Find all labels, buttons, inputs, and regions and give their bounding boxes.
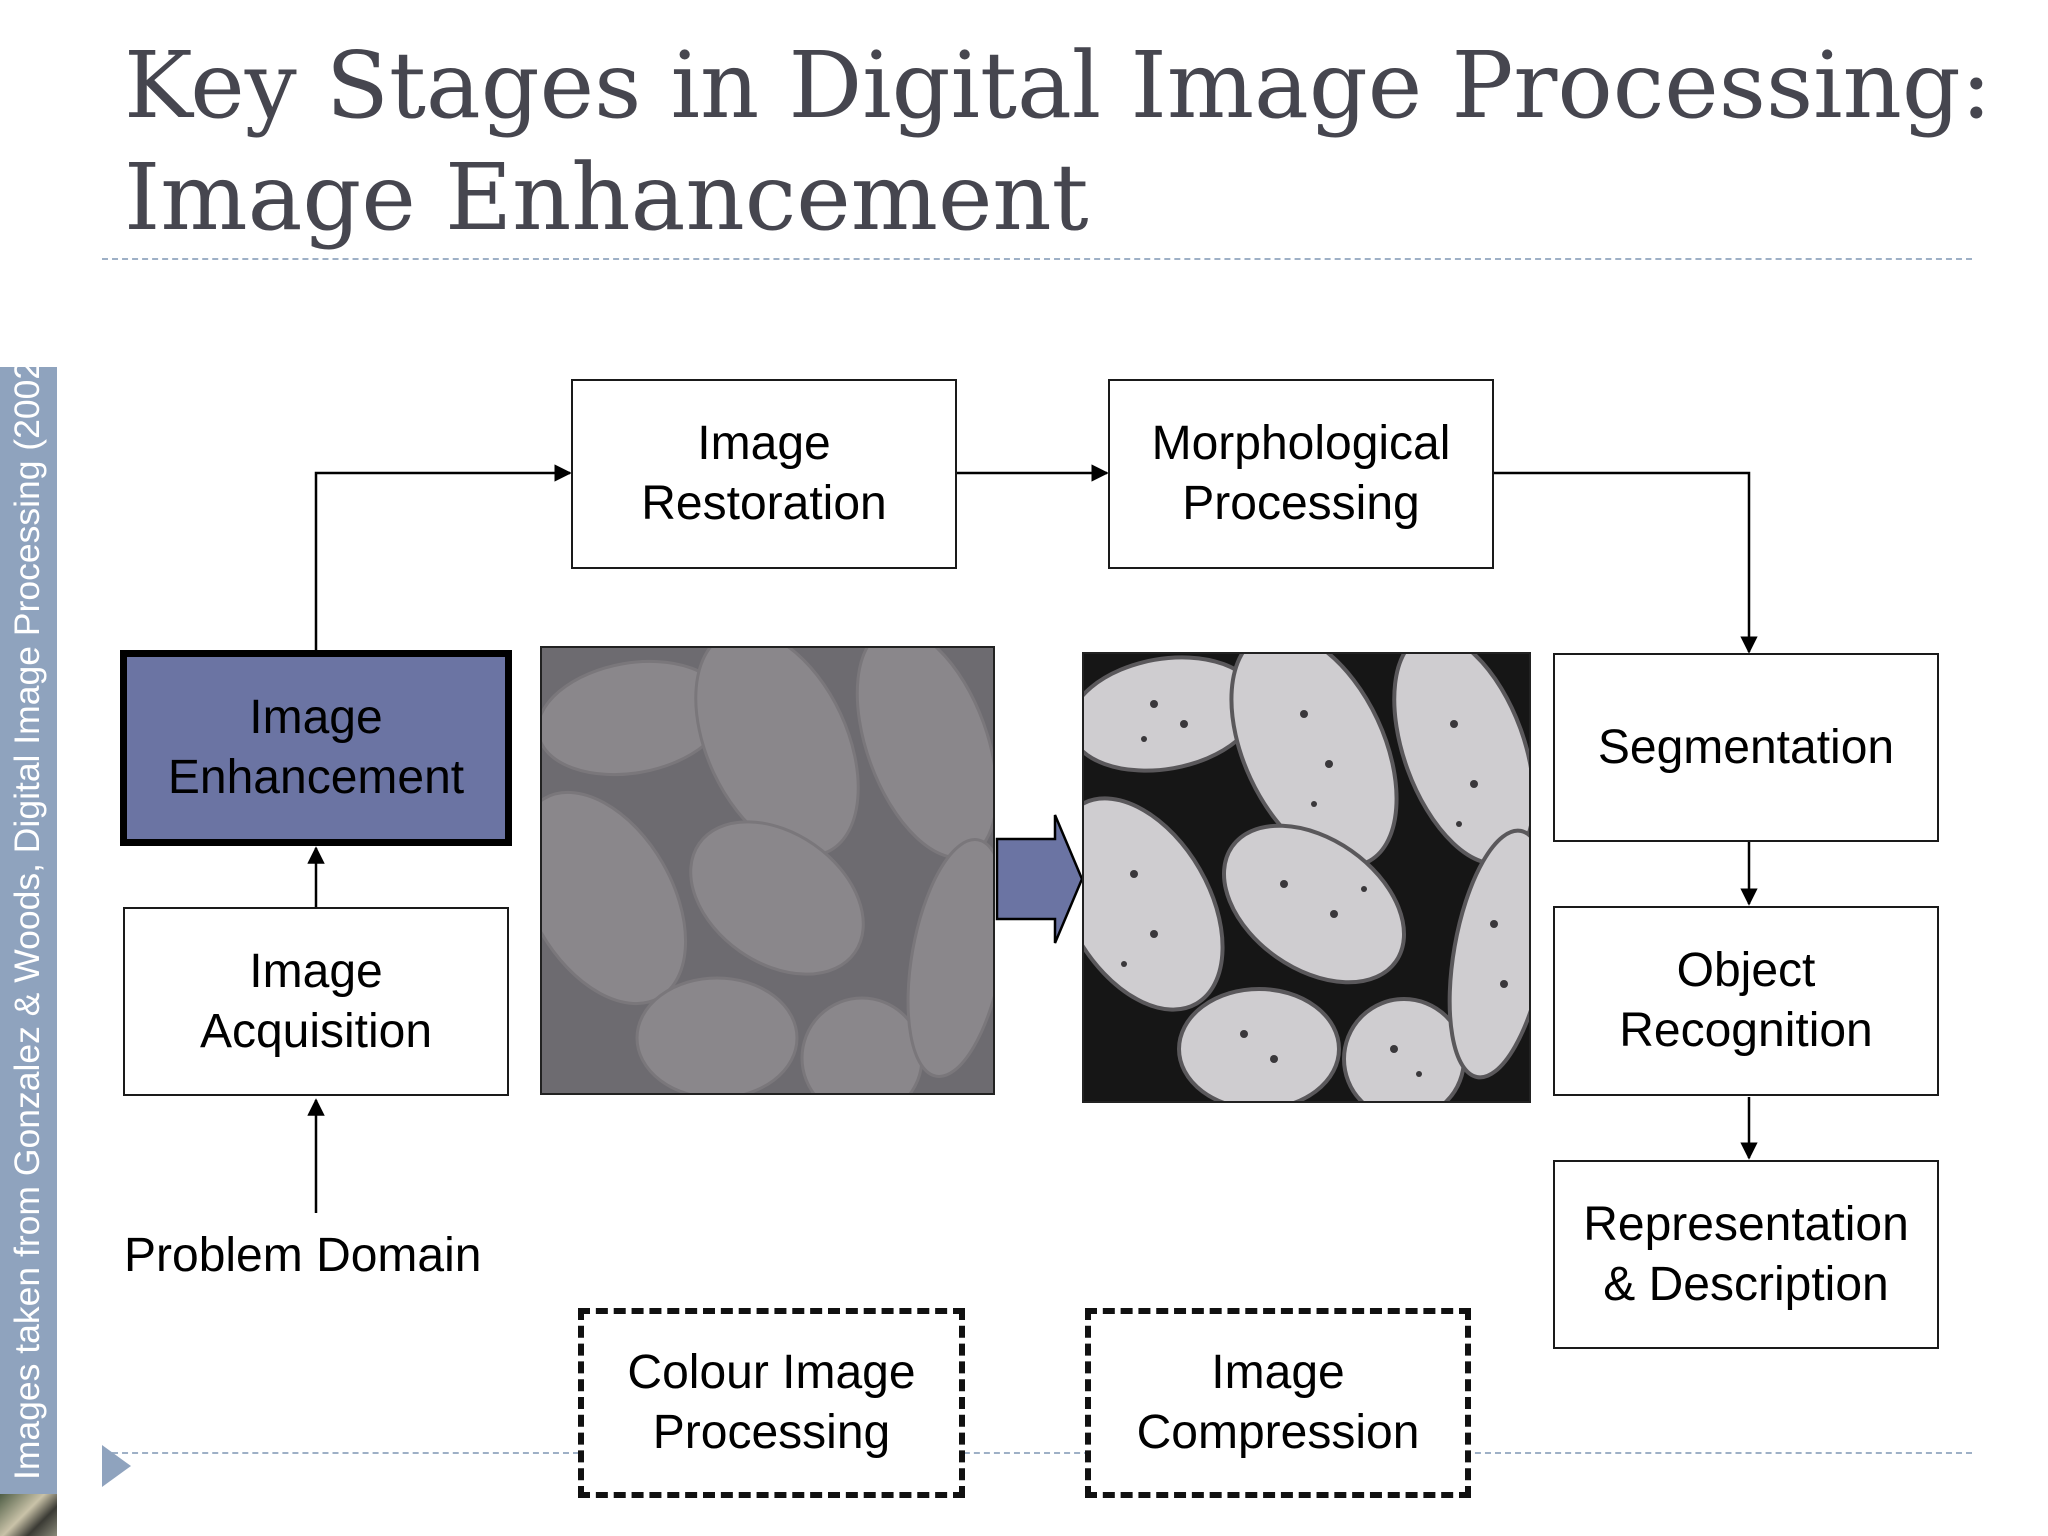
stage-morphological-line1: Morphological xyxy=(1151,417,1451,470)
stage-representation-description: Representation & Description xyxy=(1553,1160,1939,1349)
problem-domain-label: Problem Domain xyxy=(124,1229,482,1282)
slide-title-line2: Image Enhancement xyxy=(124,144,1089,251)
stage-representation-line1: Representation xyxy=(1583,1197,1909,1251)
stage-segmentation-line1: Segmentation xyxy=(1597,720,1895,774)
stage-object-recognition-line1: Object xyxy=(1676,944,1816,997)
arrow-enhancement-to-restoration xyxy=(314,464,572,650)
stage-image-enhancement-line1: Image xyxy=(249,691,383,744)
arrow-morphological-to-segmentation xyxy=(1494,471,1758,654)
before-enhancement-image xyxy=(540,646,995,1095)
stage-compression-line2: Compression xyxy=(1136,1406,1420,1459)
stage-compression-line1: Image xyxy=(1211,1346,1345,1399)
stage-object-recognition-line2: Recognition xyxy=(1619,1004,1873,1057)
stage-morphological-line2: Processing xyxy=(1182,477,1420,530)
credit-sidebar xyxy=(0,367,57,1536)
after-enhancement-image xyxy=(1082,652,1531,1103)
stage-image-restoration-line2: Restoration xyxy=(641,477,887,530)
block-arrow-right-icon xyxy=(995,814,1084,944)
stage-image-acquisition-line2: Acquisition xyxy=(199,1004,433,1058)
slide-title: Key Stages in Digital Image Processing: … xyxy=(124,30,1992,254)
sidebar-thumbnail xyxy=(0,1494,57,1536)
stage-image-acquisition-line1: Image xyxy=(249,944,383,998)
stage-segmentation: Segmentation xyxy=(1553,653,1939,842)
stage-representation-line2: & Description xyxy=(1603,1257,1889,1311)
footer-divider xyxy=(102,1452,1972,1454)
title-divider xyxy=(102,258,1972,260)
stage-colour-line2: Processing xyxy=(652,1406,891,1459)
stage-image-restoration-line1: Image xyxy=(697,417,831,470)
triangle-bullet-icon xyxy=(102,1445,131,1487)
slide-title-line1: Key Stages in Digital Image Processing: xyxy=(124,32,1992,139)
stage-colour-line1: Colour Image xyxy=(627,1346,916,1399)
stage-image-enhancement-line2: Enhancement xyxy=(167,751,465,804)
